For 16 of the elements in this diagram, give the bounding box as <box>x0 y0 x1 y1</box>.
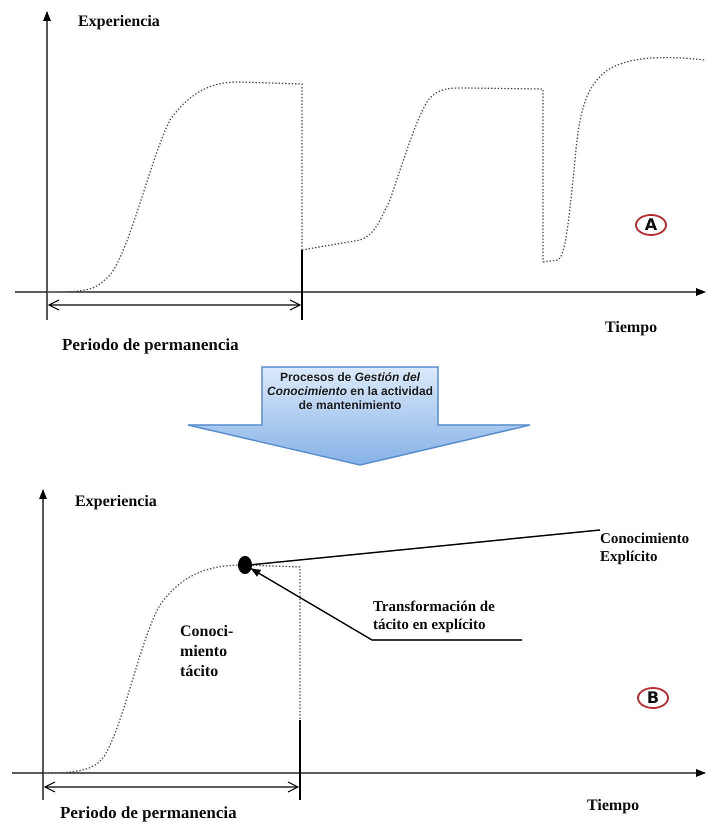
axis-label: Experiencia <box>78 12 160 32</box>
dimension-label: Periodo de permanencia <box>60 803 237 823</box>
circled-letter: A <box>635 214 667 236</box>
area-label: Conoci- miento tácito <box>180 622 234 682</box>
annotation-text: Transformación de tácito en explícito <box>373 598 533 634</box>
block-arrow <box>187 366 531 466</box>
axis-label: Experiencia <box>75 492 157 512</box>
point-marker <box>238 556 252 574</box>
dimension-label: Periodo de permanencia <box>62 335 239 355</box>
axis-label: Tiempo <box>605 318 658 338</box>
leader-arrow <box>250 568 522 641</box>
axis-label: Tiempo <box>587 796 640 816</box>
leader-line <box>252 529 600 566</box>
circled-letter: B <box>637 687 669 709</box>
annotation-text: Conocimiento Explícito <box>600 530 712 566</box>
arrow-text: Procesos de Gestión del Conocimiento en la actividad de mantenimiento <box>266 370 434 412</box>
